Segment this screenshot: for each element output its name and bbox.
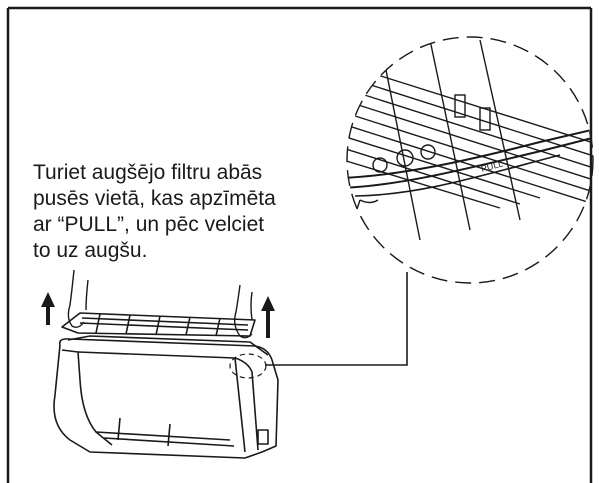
hands-illustration bbox=[67, 269, 253, 339]
ac-unit-illustration bbox=[53, 312, 279, 459]
filter-detail-magnified: PULL bbox=[346, 36, 594, 284]
panel-border bbox=[6, 6, 593, 483]
instruction-line: to uz augšu. bbox=[33, 239, 148, 262]
instruction-line: Turiet augšējo filtru abās bbox=[33, 161, 263, 184]
instruction-line: ar “PULL”, un pēc velciet bbox=[33, 213, 265, 236]
instruction-line: pusēs vietā, kas apzīmēta bbox=[33, 187, 276, 210]
up-arrow-icon bbox=[261, 296, 275, 338]
callout-target bbox=[229, 353, 267, 379]
up-arrow-icon bbox=[41, 292, 55, 325]
instruction-text: Turiet augšējo filtru abās pusēs vietā, … bbox=[33, 160, 333, 264]
callout-leader bbox=[265, 272, 408, 366]
